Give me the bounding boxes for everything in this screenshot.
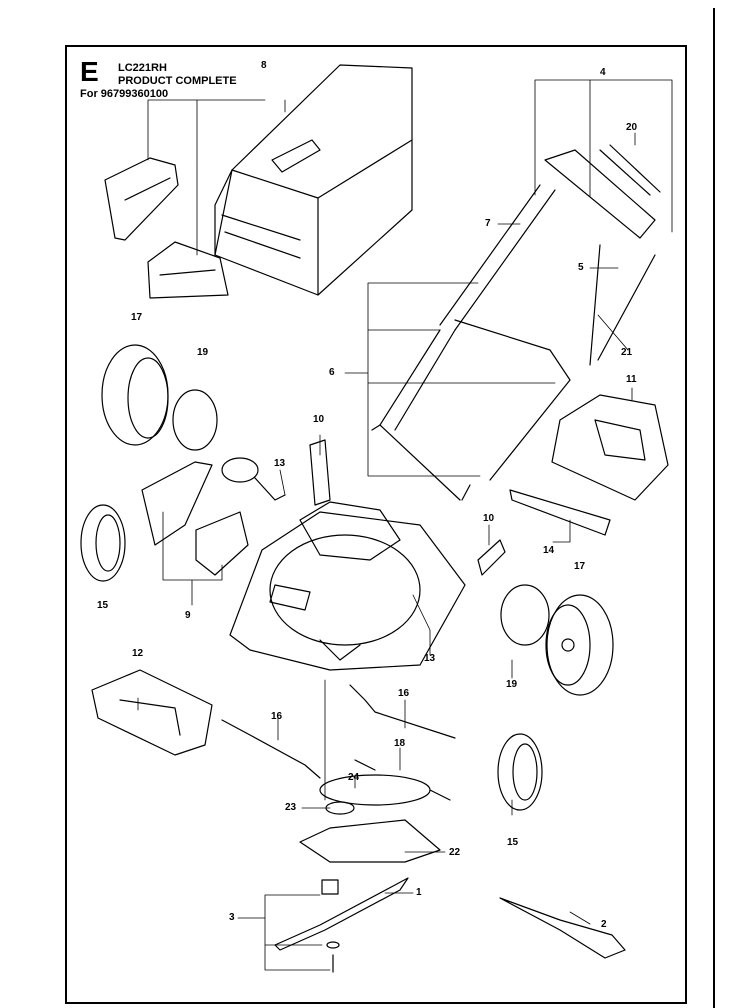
callout-10-left: 10	[313, 414, 325, 425]
part-number-line: For 96799360100	[80, 88, 169, 100]
callout-17-left: 17	[131, 312, 143, 323]
callout-21: 21	[621, 347, 633, 358]
rear-wheel-right	[545, 594, 614, 696]
callout-8: 8	[261, 60, 267, 71]
callout-19-left: 19	[197, 347, 209, 358]
diagram-frame	[65, 45, 687, 1004]
catcher-rear-flap	[147, 241, 229, 299]
callout-14: 14	[543, 545, 555, 556]
wheel-cover-left	[172, 389, 218, 451]
blade-housing-22	[299, 819, 441, 863]
engine-cover-11	[551, 394, 669, 501]
blade-bolt	[326, 941, 340, 973]
control-cable	[589, 244, 656, 366]
callout-16-right: 16	[398, 688, 410, 699]
callout-11: 11	[626, 374, 637, 385]
handle-upper	[439, 144, 661, 331]
front-wheel-left	[80, 504, 126, 582]
cable-16-right	[349, 684, 456, 739]
callout-6: 6	[329, 367, 335, 378]
front-wheel-right	[497, 733, 543, 811]
callout-1: 1	[416, 887, 422, 898]
callout-7: 7	[485, 218, 491, 229]
pulley-23	[325, 801, 355, 815]
bracket-10-right	[477, 539, 506, 576]
blade-2	[499, 897, 626, 959]
callout-19-right: 19	[506, 679, 518, 690]
callout-20: 20	[626, 122, 638, 133]
cable-16-left	[221, 719, 321, 779]
callout-16-left: 16	[271, 711, 283, 722]
drive-belt-assembly	[319, 759, 451, 806]
callout-18: 18	[394, 738, 406, 749]
model-name: LC221RH	[118, 62, 167, 74]
rear-wheel-left	[101, 344, 169, 446]
callout-17-right: 17	[574, 561, 586, 572]
section-letter: E	[80, 56, 99, 87]
callout-3: 3	[229, 912, 235, 923]
callout-5: 5	[578, 262, 584, 273]
engine-cover-12	[91, 669, 213, 756]
mulch-side-cover	[141, 461, 249, 576]
leader-lines	[137, 79, 673, 971]
callout-13-right: 13	[424, 653, 436, 664]
callout-15-left: 15	[97, 600, 109, 611]
callout-12: 12	[132, 648, 144, 659]
callout-22: 22	[449, 847, 461, 858]
callout-9: 9	[185, 610, 191, 621]
page-edge-line	[713, 8, 715, 1008]
mower-deck	[229, 501, 466, 671]
diagram-subtitle: PRODUCT COMPLETE	[118, 75, 237, 87]
handle-lower	[371, 319, 571, 501]
callout-15-right: 15	[507, 837, 519, 848]
callout-10-right: 10	[483, 513, 495, 524]
bracket-10-left	[309, 439, 331, 506]
wheel-cover-right	[500, 584, 550, 646]
blade-adapter	[321, 879, 339, 895]
callout-13-left: 13	[274, 458, 286, 469]
grass-catcher-bag	[214, 64, 413, 296]
blade-1	[274, 877, 409, 951]
callout-24: 24	[348, 772, 360, 783]
throttle-part-13	[221, 457, 286, 501]
rod-14	[509, 489, 611, 536]
callout-2: 2	[601, 919, 607, 930]
catcher-top-cover	[104, 157, 179, 241]
callout-4: 4	[600, 67, 606, 78]
callout-23: 23	[285, 802, 297, 813]
